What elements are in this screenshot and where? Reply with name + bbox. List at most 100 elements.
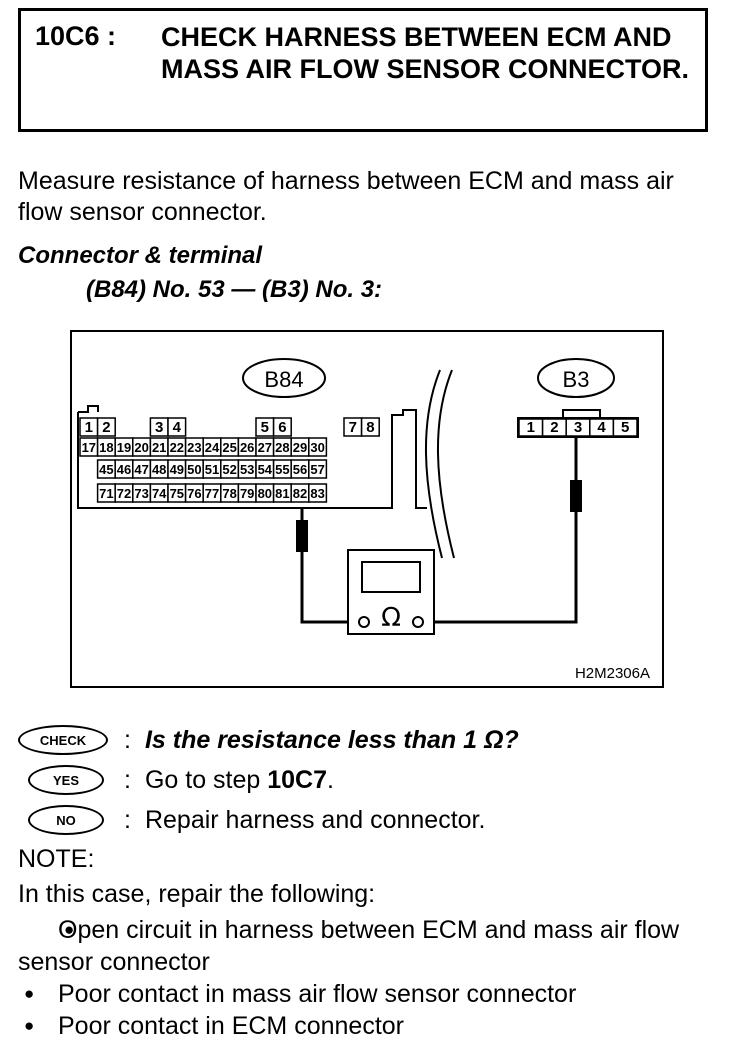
pin-label: 50 bbox=[187, 462, 201, 477]
step-header-box: 10C6 : CHECK HARNESS BETWEEN ECM AND MAS… bbox=[18, 8, 708, 132]
pin-label: 28 bbox=[275, 440, 289, 455]
connector-heading: Connector & terminal bbox=[18, 242, 263, 269]
pin-label: 52 bbox=[222, 462, 236, 477]
pin-label: 76 bbox=[187, 486, 201, 501]
next-step-ref: 10C7 bbox=[267, 765, 328, 794]
pin-label: 29 bbox=[293, 440, 307, 455]
pin-label: 56 bbox=[293, 462, 307, 477]
note-item: Poor contact in ECM connector bbox=[18, 1010, 718, 1042]
pin-label: 49 bbox=[170, 462, 184, 477]
pin-label: 72 bbox=[117, 486, 131, 501]
connector-spec: (B84) No. 53 — (B3) No. 3: bbox=[86, 276, 383, 303]
pin-label: 8 bbox=[366, 419, 374, 436]
pin-label: 47 bbox=[134, 462, 148, 477]
yes-text: Go to step 10C7. bbox=[144, 765, 334, 794]
no-text: Repair harness and connector. bbox=[144, 805, 486, 834]
ecm-probe bbox=[296, 520, 308, 552]
ecm-connector-label: B84 bbox=[264, 367, 303, 392]
pin-label: 21 bbox=[152, 440, 166, 455]
pin-label: 26 bbox=[240, 440, 254, 455]
pin-label: 5 bbox=[261, 419, 269, 436]
yes-badge: YES bbox=[28, 765, 104, 795]
pin-label: 18 bbox=[99, 440, 113, 455]
ohm-symbol: Ω bbox=[381, 603, 401, 633]
pin-label: 71 bbox=[99, 486, 113, 501]
note-intro: In this case, repair the following: bbox=[18, 880, 376, 908]
sensor-connector-label: B3 bbox=[563, 367, 590, 392]
pin-label: 22 bbox=[170, 440, 184, 455]
yes-row: YES : Go to step 10C7. bbox=[18, 762, 334, 798]
pin-label: 82 bbox=[293, 486, 307, 501]
pin-label: 6 bbox=[278, 419, 286, 436]
colon: : bbox=[124, 765, 131, 794]
pin-label: 2 bbox=[102, 419, 110, 436]
intro-text: Measure resistance of harness between EC… bbox=[18, 167, 674, 226]
note-item: Poor contact in mass air flow sensor con… bbox=[18, 978, 718, 1010]
pin-label: 20 bbox=[134, 440, 148, 455]
pin-label: 27 bbox=[258, 440, 272, 455]
check-question: Is the resistance less than 1 Ω? bbox=[144, 725, 519, 754]
pin-label: 79 bbox=[240, 486, 254, 501]
pin-label: 53 bbox=[240, 462, 254, 477]
check-row: CHECK : Is the resistance less than 1 Ω? bbox=[18, 722, 519, 758]
pin-label: 19 bbox=[117, 440, 131, 455]
pin-label: 5 bbox=[621, 419, 629, 436]
pin-label: 45 bbox=[99, 462, 113, 477]
pin-cell bbox=[167, 417, 187, 437]
ecm-connector bbox=[77, 405, 427, 509]
figure-code: H2M2306A bbox=[575, 665, 650, 682]
pin-cell bbox=[308, 459, 328, 479]
pin-label: 48 bbox=[152, 462, 166, 477]
no-row: NO : Repair harness and connector. bbox=[18, 802, 485, 838]
pin-label: 55 bbox=[275, 462, 289, 477]
pin-label: 73 bbox=[134, 486, 148, 501]
pin-label: 81 bbox=[275, 486, 289, 501]
pin-cell bbox=[96, 417, 116, 437]
pin-label: 3 bbox=[155, 419, 163, 436]
pin-label: 80 bbox=[258, 486, 272, 501]
pin-cell bbox=[612, 418, 638, 437]
pin-label: 77 bbox=[205, 486, 219, 501]
step-title: CHECK HARNESS BETWEEN ECM AND MASS AIR F… bbox=[161, 22, 690, 84]
pin-label: 57 bbox=[310, 462, 324, 477]
colon: : bbox=[124, 805, 131, 834]
pin-cell bbox=[308, 483, 328, 503]
pin-label: 78 bbox=[222, 486, 236, 501]
pin-cell bbox=[272, 417, 292, 437]
pin-label: 3 bbox=[574, 419, 582, 436]
pin-label: 74 bbox=[152, 486, 167, 501]
pin-cell bbox=[308, 437, 328, 457]
pin-label: 1 bbox=[85, 419, 93, 436]
pin-label: 24 bbox=[205, 440, 220, 455]
pin-label: 4 bbox=[173, 419, 182, 436]
note-heading: NOTE: bbox=[18, 845, 95, 873]
sensor-probe bbox=[570, 480, 582, 512]
pin-label: 25 bbox=[222, 440, 236, 455]
ohmmeter bbox=[347, 549, 435, 635]
note-item: Open circuit in harness between ECM and … bbox=[18, 914, 718, 978]
ecm-connector-badge bbox=[242, 358, 326, 398]
pin-label: 83 bbox=[310, 486, 324, 501]
pin-label: 4 bbox=[597, 419, 606, 436]
pin-cell bbox=[360, 417, 380, 437]
pin-label: 17 bbox=[82, 440, 96, 455]
pin-label: 75 bbox=[170, 486, 184, 501]
pin-label: 30 bbox=[310, 440, 324, 455]
pin-label: 51 bbox=[205, 462, 219, 477]
colon: : bbox=[124, 725, 131, 754]
no-badge: NO bbox=[28, 805, 104, 835]
pin-label: 7 bbox=[349, 419, 357, 436]
note-list: Open circuit in harness between ECM and … bbox=[18, 914, 718, 1042]
pin-label: 2 bbox=[550, 419, 558, 436]
pin-label: 46 bbox=[117, 462, 131, 477]
connector-break-mark bbox=[425, 369, 455, 559]
pin-label: 54 bbox=[258, 462, 273, 477]
step-number: 10C6 : bbox=[35, 21, 117, 51]
sensor-connector-badge bbox=[537, 358, 615, 398]
check-badge: CHECK bbox=[18, 725, 108, 755]
pin-label: 1 bbox=[527, 419, 535, 436]
pin-label: 23 bbox=[187, 440, 201, 455]
